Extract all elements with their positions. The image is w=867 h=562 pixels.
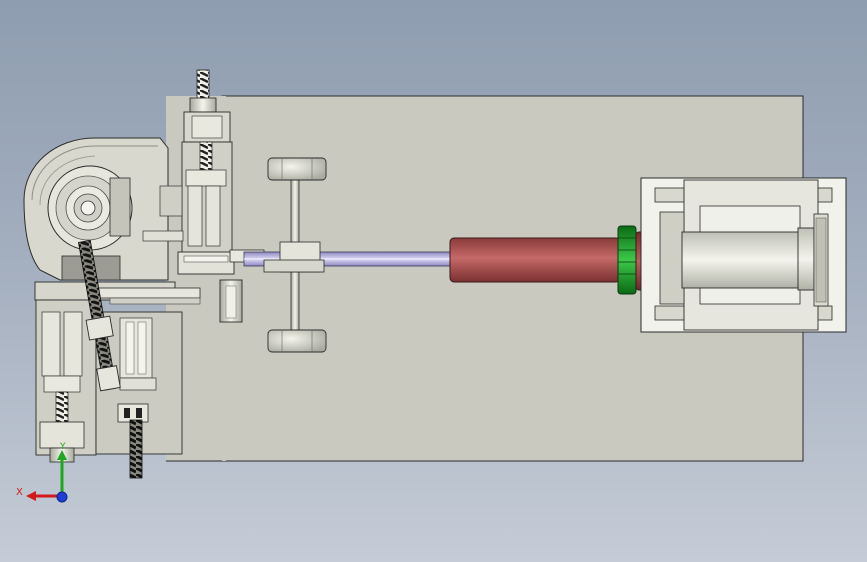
top-slide-block[interactable] bbox=[142, 111, 235, 275]
axis-x-label: X bbox=[16, 487, 23, 498]
axis-y-label: Y bbox=[59, 442, 66, 452]
lower-lead-screw[interactable] bbox=[129, 419, 143, 479]
cylinder-mount-frame[interactable] bbox=[640, 177, 847, 333]
roller-axle[interactable] bbox=[263, 157, 327, 353]
axis-x-head-icon bbox=[26, 491, 36, 501]
cylinder-gear[interactable] bbox=[617, 225, 637, 295]
axis-z-dot-icon bbox=[56, 491, 68, 503]
axis-y-head-icon bbox=[57, 450, 67, 460]
coordinate-triad: X Y bbox=[16, 442, 68, 503]
diagonal-adjusting-screw[interactable] bbox=[73, 239, 123, 392]
top-lead-screw[interactable] bbox=[189, 69, 217, 113]
roller-housing[interactable] bbox=[23, 137, 169, 281]
cylinder-barrel[interactable] bbox=[449, 237, 621, 283]
